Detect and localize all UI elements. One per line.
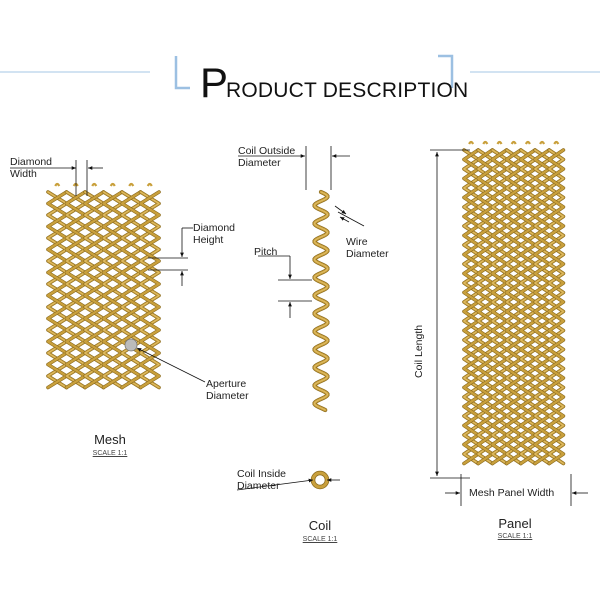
coil-id-leader [236,478,314,491]
mesh-panel-width-label: Mesh Panel Width [469,487,555,499]
mesh-wire [83,190,105,389]
header-bracket-right [438,54,454,88]
panel-hook [496,140,503,145]
aperture-leader [136,347,206,383]
panel-hook [482,140,489,145]
mesh-hook [146,182,153,187]
coil-caption: Coil [308,518,332,533]
coil-illustration [310,189,330,490]
coil-outside-diameter-label: Coil Outside Diameter [238,145,296,169]
page-title-initial: P [200,59,229,106]
panel-hook [468,140,475,145]
page-title: P RODUCT DESCRIPTION [200,62,468,104]
aperture-diameter-label: Aperture Diameter [206,378,249,402]
coil-wire-highlight [314,191,328,411]
mesh-wire [102,190,124,389]
diamond-height-label: Diamond Height [193,222,236,246]
panel-wire [505,148,522,465]
mesh-hook [91,182,98,187]
panel-wire [477,148,494,465]
mesh-wire [120,190,142,389]
panel-caption: Panel [498,516,532,531]
mesh-hook [128,182,135,187]
mesh-wire [65,190,87,389]
mesh-hook [54,182,61,187]
panel-wire [491,148,508,465]
mesh-wire [46,190,68,389]
page-title-rest: RODUCT DESCRIPTION [226,79,469,102]
header-bracket-left [174,56,190,90]
mesh-hook [109,182,116,187]
panel-hook [539,140,546,145]
mesh-caption: Mesh [94,432,126,447]
wire-diameter-leader [337,211,365,227]
wire-diameter-label: Wire Diameter [346,236,389,260]
coil-inside-diameter-label: Coil Inside Diameter [237,468,287,492]
panel-wire [519,148,537,465]
panel-wire [462,148,480,465]
panel-wire [548,148,565,465]
panel-illustration [462,140,566,466]
panel-hook [553,140,560,145]
panel-hook [510,140,517,145]
diamond-width-label: Diamond Width [10,156,53,180]
dimension-lines [10,146,588,506]
aperture-circle [124,338,138,352]
wire-diameter-tick-b [339,216,350,223]
pitch-label: Pitch [254,246,278,258]
panel-scale: SCALE 1:1 [497,533,533,540]
panel-wire [533,148,551,465]
mesh-wire [139,190,161,389]
coil-wire [313,190,329,412]
header-banner [0,54,600,90]
mesh-scale: SCALE 1:1 [92,450,128,457]
wire-diameter-tick-a [334,205,347,215]
panel-hook [524,140,531,145]
mesh-illustration [46,182,161,390]
coil-length-label: Coil Length [413,324,425,378]
coil-scale: SCALE 1:1 [302,536,338,543]
